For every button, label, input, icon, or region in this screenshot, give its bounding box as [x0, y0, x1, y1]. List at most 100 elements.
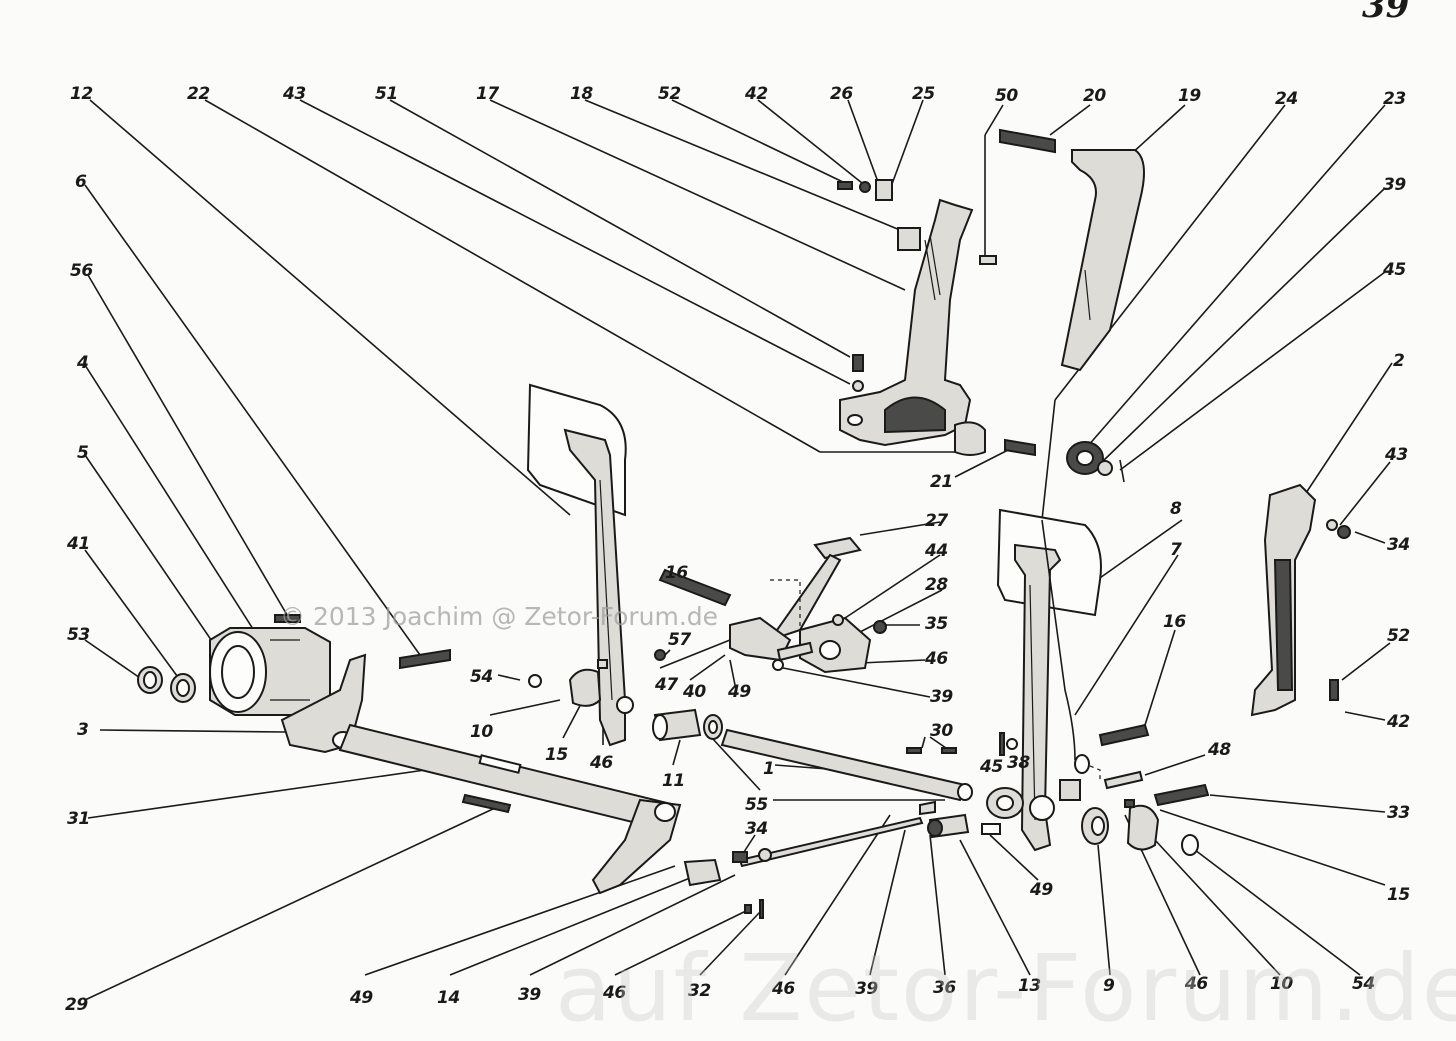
main-shaft: [720, 728, 973, 802]
leader-30b: [929, 736, 947, 749]
label-18: 18: [570, 84, 593, 104]
leader-34a: [1354, 531, 1386, 544]
brake-rod-32: [683, 800, 1001, 919]
leader-3: [99, 729, 286, 733]
label-24: 24: [1275, 89, 1298, 109]
leader-12: [89, 99, 571, 516]
leader-45a: [1119, 271, 1386, 471]
part-number-labels: 12 22 43 51 17 18 52 42 26 25 50 20 19 2…: [65, 84, 1410, 1015]
leader-50: [984, 104, 1004, 136]
label-43: 43: [282, 84, 306, 104]
leader-13: [959, 839, 1031, 976]
label-43-right: 43: [1384, 445, 1408, 465]
label-46-left: 46: [589, 753, 613, 773]
label-8: 8: [1170, 499, 1182, 519]
leader-54a: [497, 674, 521, 681]
leader-52: [671, 99, 846, 184]
label-17: 17: [476, 84, 499, 104]
leader-20: [1049, 104, 1091, 136]
leader-46c: [784, 814, 891, 976]
label-39-top: 39: [1383, 175, 1406, 195]
label-14: 14: [437, 988, 460, 1008]
leader-40: [689, 654, 726, 681]
leader-39b: [777, 666, 931, 698]
left-pedal: [526, 383, 634, 747]
leader-7: [1074, 554, 1179, 716]
label-6: 6: [75, 172, 87, 192]
label-34-mid: 34: [745, 819, 768, 839]
label-27: 27: [925, 511, 948, 531]
leader-17: [489, 99, 906, 291]
label-56: 56: [70, 261, 93, 281]
label-55: 55: [745, 795, 768, 815]
leader-49a: [729, 659, 736, 686]
leader-53: [84, 639, 144, 681]
label-46-bottom-a: 46: [602, 983, 626, 1003]
forum-watermark: auf Zetor-Forum.de: [555, 935, 1456, 1041]
label-42-right: 42: [1386, 712, 1410, 732]
label-44: 44: [924, 541, 948, 561]
label-53: 53: [67, 625, 90, 645]
label-48: 48: [1207, 740, 1231, 760]
leader-54b: [1194, 849, 1361, 976]
leader-46d: [614, 909, 749, 976]
label-22: 22: [187, 84, 210, 104]
label-32: 32: [688, 981, 711, 1001]
brake-pedal-27: [654, 536, 887, 674]
label-19: 19: [1178, 86, 1201, 106]
label-49-right: 49: [1029, 880, 1053, 900]
label-13: 13: [1018, 976, 1041, 996]
label-47: 47: [654, 675, 678, 695]
leader-52b: [1341, 642, 1391, 681]
leader-14: [449, 877, 691, 976]
label-33: 33: [1387, 803, 1410, 823]
leader-33: [1209, 794, 1386, 813]
leader-55b: [711, 737, 761, 791]
hand-lever-bracket: [839, 198, 986, 456]
leader-lines: [84, 99, 1393, 1001]
label-45-mid: 45: [979, 757, 1003, 777]
label-39-mid: 39: [930, 687, 953, 707]
leader-4: [84, 364, 261, 641]
label-7: 7: [1170, 540, 1182, 560]
label-29: 29: [65, 995, 88, 1015]
leader-48: [1144, 754, 1206, 776]
leader-30a: [921, 736, 926, 749]
leader-49b: [364, 865, 676, 976]
label-46-bottom-c: 46: [1184, 974, 1208, 994]
leader-6: [84, 184, 421, 656]
label-23: 23: [1383, 89, 1406, 109]
leader-10b: [1154, 839, 1281, 976]
leader-2: [1299, 362, 1393, 503]
leader-15a: [562, 699, 584, 739]
leader-5: [84, 454, 219, 651]
label-20: 20: [1083, 86, 1106, 106]
right-hand-lever: [1250, 483, 1351, 717]
label-26: 26: [830, 84, 853, 104]
leader-42: [757, 99, 863, 184]
leader-27: [859, 521, 941, 536]
label-45-top: 45: [1382, 260, 1406, 280]
page-number: 39: [1362, 0, 1410, 26]
label-21: 21: [930, 472, 953, 492]
leader-31: [87, 769, 426, 819]
label-39-bottom-b: 39: [855, 979, 878, 999]
label-30: 30: [930, 721, 953, 741]
left-small-parts: [399, 648, 723, 742]
label-1: 1: [763, 759, 774, 779]
label-40: 40: [682, 682, 706, 702]
leader-25: [891, 99, 924, 185]
label-11: 11: [662, 771, 685, 791]
leader-44: [841, 554, 941, 621]
leader-18: [584, 99, 901, 231]
label-51: 51: [375, 84, 398, 104]
leader-56: [87, 274, 291, 621]
label-57: 57: [668, 630, 691, 650]
label-38: 38: [1007, 753, 1030, 773]
label-2: 2: [1393, 351, 1404, 371]
leader-39c: [869, 829, 906, 976]
leader-10a: [489, 699, 561, 716]
leader-19: [1129, 104, 1186, 156]
